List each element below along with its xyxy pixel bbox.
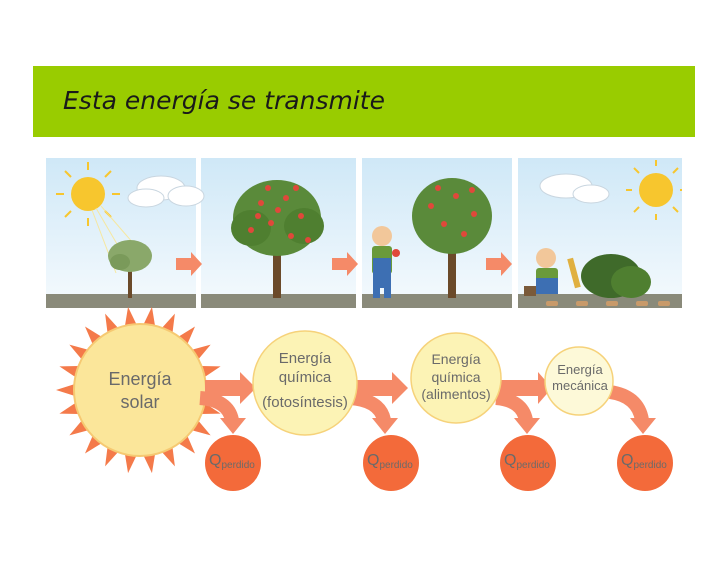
stage-line: Energía <box>557 362 603 377</box>
tree-icon <box>412 178 492 298</box>
q-subscript: perdido <box>221 460 255 471</box>
heat-loss-label-3: Qperdido <box>504 452 550 471</box>
cloud-icon <box>127 175 205 208</box>
loss-arrow-icon <box>349 391 391 422</box>
sun-ray <box>69 344 95 365</box>
sun-ray <box>59 399 86 415</box>
slide-title: Esta energía se transmite <box>63 86 385 115</box>
illustration <box>46 158 682 308</box>
fruit-tree-icon <box>231 180 324 298</box>
loss-arrow-icon <box>199 391 239 422</box>
stage-label-solar: Energía solar <box>90 368 190 413</box>
sun-ray <box>199 382 224 398</box>
title-bar: Esta energía se transmite <box>33 66 695 137</box>
sun-ray <box>69 415 95 436</box>
sun-ray <box>194 399 221 415</box>
farmer-icon <box>372 226 400 298</box>
sun-ray <box>185 344 211 365</box>
sun-ray <box>173 429 196 454</box>
sun-ray <box>84 429 107 454</box>
sun-ray <box>157 440 175 467</box>
stage-line: mecánica <box>552 378 608 394</box>
loss-arrow-icon <box>608 385 649 422</box>
sun-ray <box>194 365 221 381</box>
heat-loss-label-2: Qperdido <box>367 452 413 471</box>
stage-line: Energía <box>108 369 172 389</box>
sun-ray <box>84 326 107 351</box>
sun-ray <box>123 447 140 474</box>
q-symbol: Q <box>504 452 517 469</box>
stage-line: química <box>278 368 332 386</box>
q-subscript: perdido <box>633 460 667 471</box>
arrow-icon <box>352 372 408 404</box>
arrow-icon <box>486 252 512 276</box>
energy-illustration-strip <box>46 158 682 318</box>
q-symbol: Q <box>621 452 634 469</box>
sun-ray <box>173 326 196 351</box>
sun-ray <box>105 440 123 467</box>
arrow-icon <box>205 372 256 404</box>
heat-loss-label-4: Qperdido <box>621 452 667 471</box>
arrow-icon <box>176 252 202 276</box>
small-tree-icon <box>108 240 152 298</box>
stage-line: química <box>431 368 481 385</box>
q-symbol: Q <box>367 452 380 469</box>
sun-ray <box>59 365 86 381</box>
firewood-icon <box>546 301 670 306</box>
tired-farmer-icon <box>524 248 558 296</box>
bush-icon <box>567 254 651 298</box>
sun-ray <box>185 415 211 436</box>
stage-label-mechanical: Energía mecánica <box>549 362 611 395</box>
q-subscript: perdido <box>516 460 550 471</box>
q-subscript: perdido <box>379 460 413 471</box>
stage-label-food: Energía química (alimentos) <box>408 351 504 404</box>
stage-label-photosynthesis: Energía química (fotosíntesis) <box>255 350 355 412</box>
arrow-icon <box>332 252 358 276</box>
sun-ray <box>56 382 81 398</box>
stage-line: Energía <box>431 351 481 367</box>
q-symbol: Q <box>209 452 222 469</box>
stage-line: (alimentos) <box>421 386 491 402</box>
sun-ray <box>140 447 157 474</box>
stage-line: Energía <box>278 350 332 367</box>
stage-line: solar <box>120 391 160 412</box>
stage-line: (fotosíntesis) <box>262 393 348 411</box>
arrow-icon <box>499 372 552 404</box>
cloud-icon <box>539 173 610 204</box>
heat-loss-label-1: Qperdido <box>209 452 255 471</box>
sun-icon <box>626 160 682 220</box>
